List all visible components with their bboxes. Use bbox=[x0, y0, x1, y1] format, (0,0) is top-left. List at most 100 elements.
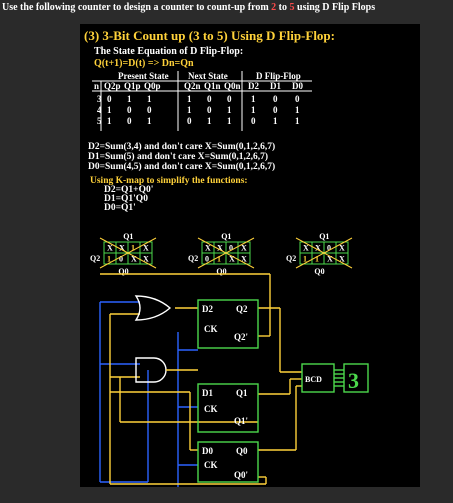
tt-cell: 1 bbox=[227, 105, 232, 115]
kmap-bottom-label: Q0 bbox=[118, 267, 128, 276]
tt-cell: 0 bbox=[273, 94, 278, 104]
kmap-cell-value: 0 bbox=[205, 255, 209, 264]
kmap-cell-value: 0 bbox=[119, 255, 123, 264]
kmap-cell-value: 1 bbox=[217, 255, 221, 264]
tt-cell: 1 bbox=[295, 116, 300, 126]
tt-cell: 1 bbox=[251, 105, 256, 115]
tt-cell: 1 bbox=[127, 94, 132, 104]
tt-header-q1p: Q1p bbox=[124, 81, 141, 91]
simplified-functions: D2=Q1+Q0' D1=Q1'Q0 D0=Q1' bbox=[104, 185, 154, 213]
kmap-cell-value: X bbox=[143, 244, 149, 253]
ff2-qn-label: Q2' bbox=[234, 332, 248, 342]
question-text: Use the following counter to design a co… bbox=[0, 0, 453, 20]
kmap-cell-value: X bbox=[229, 255, 235, 264]
kmap-cell-value: X bbox=[217, 244, 223, 253]
tt-cell: 0 bbox=[127, 116, 132, 126]
fn-d2: D2=Q1+Q0' bbox=[104, 185, 154, 195]
sum-d2: D2=Sum(3,4) and don't care X=Sum(0,1,2,6… bbox=[88, 142, 276, 152]
ff1-ck-label: CK bbox=[204, 404, 218, 414]
tt-cell: 0 bbox=[251, 116, 256, 126]
tt-cell: 0 bbox=[227, 94, 232, 104]
tt-header-d0: D0 bbox=[292, 81, 303, 91]
tt-cell: 0 bbox=[147, 105, 152, 115]
kmap-cell-value: 1 bbox=[131, 244, 135, 253]
kmap-grouping bbox=[99, 237, 157, 269]
ff2-d-label: D2 bbox=[202, 304, 213, 314]
fn-d1: D1=Q1'Q0 bbox=[104, 194, 148, 204]
tt-cell: 1 bbox=[295, 105, 300, 115]
tt-header-n: n bbox=[94, 81, 99, 91]
tt-cell: 1 bbox=[273, 116, 278, 126]
tt-cell: 0 bbox=[207, 94, 212, 104]
tt-group-dff: D Flip-Flop bbox=[256, 71, 301, 81]
sum-equations: D2=Sum(3,4) and don't care X=Sum(0,1,2,6… bbox=[88, 142, 275, 172]
kmap-cell-value: X bbox=[339, 255, 345, 264]
count-to: 5 bbox=[289, 2, 295, 13]
kmap-cell-value: X bbox=[143, 255, 149, 264]
question-prefix: Use the following counter to design a co… bbox=[2, 2, 272, 13]
ff0-ck-label: CK bbox=[204, 460, 218, 470]
tt-cell: 1 bbox=[107, 116, 112, 126]
tt-cell: 1 bbox=[187, 94, 192, 104]
sum-d1: D1=Sum(5) and don't care X=Sum(0,1,2,6,7… bbox=[88, 152, 269, 162]
kmap-cell-value: X bbox=[119, 244, 125, 253]
ff2-q-label: Q2 bbox=[236, 304, 248, 314]
ff0-qn-label: Q0' bbox=[234, 470, 248, 480]
ff0-q-label: Q0 bbox=[236, 446, 248, 456]
fn-d0: D0=Q1' bbox=[104, 203, 136, 213]
kmap-top-label: Q1 bbox=[319, 232, 329, 241]
state-equation: Q(t+1)=D(t) => Dn=Qn bbox=[94, 58, 194, 69]
kmap-left-label: Q2 bbox=[286, 254, 296, 263]
display-digit: 3 bbox=[348, 368, 359, 393]
tt-header-d1: D1 bbox=[270, 81, 281, 91]
kmap-cell-value: X bbox=[339, 244, 345, 253]
kmap-cell-value: X bbox=[241, 255, 247, 264]
tt-header-d2: D2 bbox=[248, 81, 259, 91]
ff1-qn-label: Q1' bbox=[234, 416, 248, 426]
kmap-cell bbox=[237, 252, 251, 265]
tt-cell: 0 bbox=[107, 94, 112, 104]
tt-cell: 0 bbox=[207, 105, 212, 115]
tt-cell: 5 bbox=[97, 116, 102, 126]
tt-header-q2n: Q2n bbox=[184, 81, 201, 91]
kmap-left-label: Q2 bbox=[90, 254, 100, 263]
tt-cell: 4 bbox=[97, 105, 102, 115]
tt-cell: 1 bbox=[251, 94, 256, 104]
kmap-cell-value: 0 bbox=[229, 244, 233, 253]
tt-cell: 0 bbox=[187, 116, 192, 126]
kmap-cell bbox=[335, 252, 349, 265]
decoder-label: BCD bbox=[305, 375, 322, 384]
kmap-left-label: Q2 bbox=[188, 254, 198, 263]
tt-header-q1n: Q1n bbox=[204, 81, 221, 91]
tt-cell: 3 bbox=[97, 94, 102, 104]
tt-cell: 1 bbox=[147, 94, 152, 104]
slide-subtitle: The State Equation of D Flip-Flop: bbox=[94, 46, 244, 57]
kmap-cell-value: X bbox=[107, 244, 113, 253]
kmap-cell bbox=[139, 252, 153, 265]
kmap-top-label: Q1 bbox=[123, 232, 133, 241]
count-from: 2 bbox=[271, 2, 277, 13]
kmap-cell-value: X bbox=[303, 244, 309, 253]
kmap-top-label: Q1 bbox=[221, 232, 231, 241]
tt-cell: 1 bbox=[107, 105, 112, 115]
kmap-grouping bbox=[197, 237, 255, 269]
kmap-grouping bbox=[295, 237, 353, 269]
ff1-q-label: Q1 bbox=[236, 388, 248, 398]
ff1-d-label: D1 bbox=[202, 388, 213, 398]
kmap-cell-value: X bbox=[241, 244, 247, 253]
ff2-ck-label: CK bbox=[204, 324, 218, 334]
tt-group-present: Present State bbox=[118, 71, 169, 81]
question-suffix: using D Flip Flops bbox=[294, 2, 376, 13]
tt-cell: 1 bbox=[187, 105, 192, 115]
tt-header-q0n: Q0n bbox=[224, 81, 241, 91]
tt-cell: 0 bbox=[273, 105, 278, 115]
tt-cell: 1 bbox=[207, 116, 212, 126]
tt-group-next: Next State bbox=[188, 71, 228, 81]
tt-cell: 1 bbox=[147, 116, 152, 126]
kmap-cell-value: 1 bbox=[303, 255, 307, 264]
sum-d0: D0=Sum(4,5) and don't care X=Sum(0,1,2,6… bbox=[88, 162, 276, 172]
